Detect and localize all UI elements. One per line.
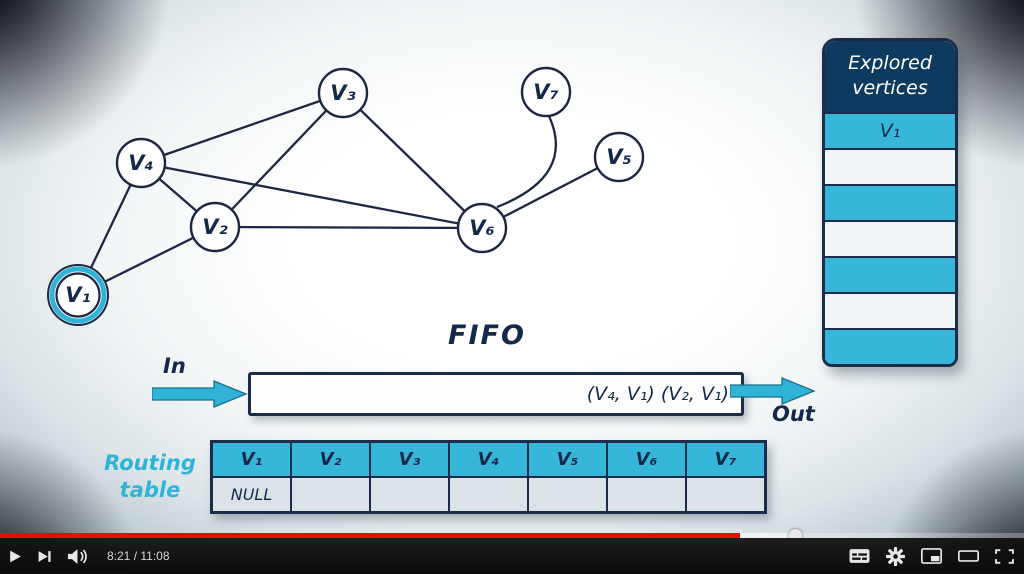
explored-row-1: V₁ [825,112,955,149]
volume-button[interactable] [66,548,89,565]
edge-V4-V6 [140,161,483,230]
routing-header-3: V₃ [369,443,448,476]
explored-row-2 [825,148,955,185]
gear-icon [886,546,905,566]
explored-title-line2: vertices [852,76,928,99]
edge-V5-V6 [481,155,620,230]
routing-value-7 [685,476,764,511]
routing-label-line2: table [119,478,181,503]
explored-title-line1: Explored [848,52,932,74]
edge-V2-V4 [140,162,216,228]
routing-header-6: V₆ [606,443,685,476]
routing-label-line1: Routing [104,451,196,475]
explored-row-7 [825,328,955,365]
explored-vertices-panel: Explored vertices V₁ [822,38,958,368]
graph-node-V6: V₆ [456,202,508,254]
play-button[interactable] [8,549,23,564]
graph-node-label-V7: V₇ [533,80,558,104]
graph-node-V7: V₇ [520,66,572,118]
routing-header-7: V₇ [685,443,764,476]
edge-V7-V6 [496,115,558,209]
subtitles-button[interactable] [849,548,870,564]
edge-V1-V2 [77,225,216,297]
routing-table-label: Routing table [100,450,200,505]
graph-node-label-V3: V₃ [330,81,355,105]
player-control-bar: 8:21 / 11:08 [0,538,1024,574]
graph-node-label-V6: V₆ [469,216,494,240]
edge-V2-V6 [214,225,483,230]
progress-played [0,533,741,538]
graph-node-label-V4: V₄ [128,151,153,175]
settings-button[interactable] [886,546,905,566]
edge-V3-V6 [342,92,483,229]
subtitles-icon [849,549,870,563]
controls-right [849,538,1014,574]
fifo-queue-items: (V₄, V₁) (V₂, V₁) [586,383,729,405]
graph-node-label-V1: V₁ [65,283,90,307]
play-icon [10,550,21,562]
theater-mode-button[interactable] [958,548,979,564]
controls-left: 8:21 / 11:08 [8,538,170,574]
volume-icon [67,548,87,564]
graph-node-V3: V₃ [317,67,369,119]
fifo-title: FIFO [448,320,526,351]
routing-header-4: V₄ [448,443,527,476]
graph-node-V2: V₂ [189,201,241,253]
fullscreen-icon [995,548,1014,564]
routing-table-value-row: NULL [213,476,764,511]
explored-row-4 [825,220,955,257]
edge-V3-V4 [140,91,344,165]
miniplayer-icon [921,548,942,564]
graph-node-V1: V₁ [47,264,109,326]
graph-node-label-V5: V₅ [606,145,631,169]
graph-node-V4: V₄ [115,137,167,189]
explored-panel-title: Explored vertices [825,41,955,113]
explored-rows: V₁ [825,112,955,365]
routing-value-6 [606,476,685,511]
theater-icon [958,550,979,562]
out-arrow-icon [730,377,816,405]
routing-value-2 [290,476,369,511]
routing-value-5 [527,476,606,511]
next-icon [38,550,51,562]
next-button[interactable] [37,549,52,564]
fifo-out-label: Out [772,402,815,426]
routing-value-3 [369,476,448,511]
edge-V1-V4 [76,162,143,296]
routing-header-1: V₁ [213,443,290,476]
routing-value-1: NULL [213,476,290,511]
miniplayer-button[interactable] [921,548,942,564]
explored-row-5 [825,256,955,293]
fifo-queue: (V₄, V₁) (V₂, V₁) [248,372,744,416]
time-display: 8:21 / 11:08 [107,549,170,563]
routing-value-4 [448,476,527,511]
routing-header-2: V₂ [290,443,369,476]
graph-node-V5: V₅ [593,131,645,183]
explored-row-6 [825,292,955,329]
edge-V3-V2 [214,92,344,228]
fullscreen-button[interactable] [995,548,1014,564]
fifo-in-label: In [163,354,186,378]
in-arrow-icon [152,380,248,408]
graph-node-label-V2: V₂ [202,215,228,239]
routing-header-5: V₅ [527,443,606,476]
explored-row-3 [825,184,955,221]
